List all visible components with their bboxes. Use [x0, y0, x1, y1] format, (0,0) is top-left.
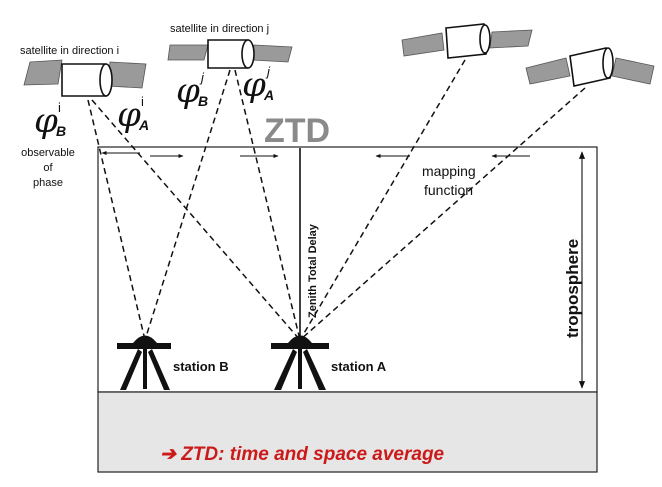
svg-text:of: of [43, 162, 53, 174]
svg-text:function: function [424, 182, 473, 198]
svg-text:i: i [141, 94, 144, 109]
svg-text:φ: φ [242, 65, 266, 105]
satellite-i-label: satellite in direction i [20, 45, 119, 57]
zenith-total-delay-label: Zenith Total Delay [307, 223, 319, 318]
svg-text:observable: observable [21, 147, 75, 159]
satellite-4-icon [525, 47, 655, 87]
mapping-arrows [101, 151, 530, 158]
svg-text:phase: phase [33, 177, 63, 189]
station-a-label: station A [331, 359, 387, 374]
svg-text:φ: φ [34, 101, 58, 141]
svg-text:j: j [199, 70, 205, 85]
svg-text:φ: φ [117, 95, 141, 135]
path-sat-j-station-a [234, 69, 301, 341]
observable-of-phase-label: observable of phase [21, 147, 75, 189]
station-b-icon [117, 335, 171, 390]
svg-text:B: B [56, 123, 66, 139]
mapping-function-label: mapping function [422, 163, 476, 198]
troposphere-box [97, 146, 598, 393]
signal-paths [87, 59, 586, 341]
svg-text:i: i [58, 100, 61, 115]
path-sat-3-station-a [299, 59, 466, 341]
path-sat-i-station-a [91, 99, 301, 341]
phase-symbol-i-b: φ B i [34, 100, 66, 141]
satellite-i-icon [23, 59, 147, 97]
svg-text:mapping: mapping [422, 163, 476, 179]
satellite-j-label: satellite in direction j [170, 23, 269, 35]
ztd-title: ZTD [264, 112, 330, 150]
path-sat-j-station-b [144, 69, 231, 341]
conclusion-text: ➔ ZTD: time and space average [160, 444, 445, 465]
station-a-icon [271, 335, 329, 390]
svg-text:φ: φ [176, 71, 200, 111]
troposphere-label: troposphere [563, 239, 582, 338]
path-sat-i-station-b [87, 99, 146, 341]
phase-symbol-i-a: φ A i [117, 94, 149, 135]
svg-text:A: A [138, 117, 149, 133]
satellite-j-icon [167, 39, 293, 69]
station-b-label: station B [173, 359, 229, 374]
svg-text:B: B [198, 93, 208, 109]
ground-box [97, 391, 598, 473]
path-sat-4-station-a [299, 87, 586, 341]
svg-text:A: A [263, 87, 274, 103]
phase-symbol-j-a: φ A j [242, 64, 274, 105]
svg-text:j: j [265, 64, 271, 79]
satellite-3-icon [401, 23, 533, 59]
phase-symbol-j-b: φ B j [176, 70, 208, 111]
